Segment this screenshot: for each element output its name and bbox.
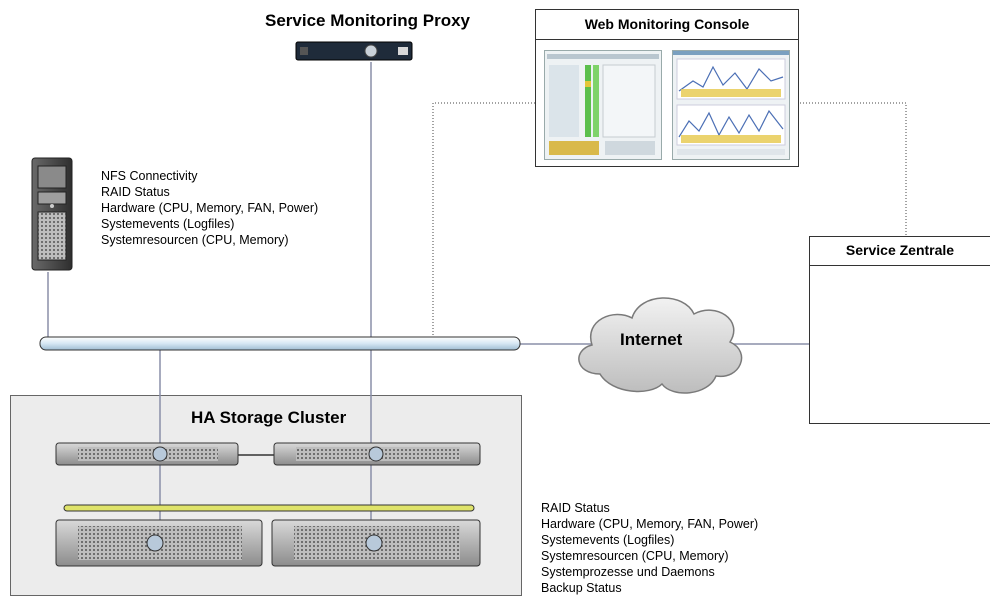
tower-server-icon (31, 157, 73, 271)
list-item: Backup Status (541, 581, 622, 595)
proxy-appliance-icon (295, 41, 413, 61)
list-item: RAID Status (101, 185, 170, 199)
internet-label: Internet (620, 330, 683, 349)
list-item: Systemresourcen (CPU, Memory) (101, 233, 289, 247)
list-item: Hardware (CPU, Memory, FAN, Power) (541, 517, 759, 531)
rack-server-icon (55, 519, 263, 567)
console-screenshot-status (544, 50, 662, 160)
console-title: Web Monitoring Console (584, 16, 750, 32)
cluster-title: HA Storage Cluster (191, 408, 347, 427)
cloud-icon (578, 297, 743, 394)
console-link-left (432, 102, 535, 338)
zentrale-title: Service Zentrale (845, 242, 955, 258)
rack-server-icon (273, 442, 481, 466)
rack-server-icon (271, 519, 481, 567)
rack-server-icon (55, 442, 239, 466)
console-link-right (797, 102, 907, 236)
cluster-checks-list: RAID Status Hardware (CPU, Memory, FAN, … (541, 500, 758, 596)
list-item: NFS Connectivity (101, 169, 198, 183)
cluster-sync-bar (63, 504, 475, 512)
list-item: Hardware (CPU, Memory, FAN, Power) (101, 201, 319, 215)
list-item: RAID Status (541, 501, 610, 515)
list-item: Systemprozesse und Daemons (541, 565, 715, 579)
list-item: Systemevents (Logfiles) (541, 533, 675, 547)
list-item: Systemevents (Logfiles) (101, 217, 235, 231)
proxy-title: Service Monitoring Proxy (265, 11, 470, 30)
service-zentrale: Service Zentrale (809, 236, 990, 424)
list-item: Systemresourcen (CPU, Memory) (541, 549, 729, 563)
network-bus (39, 336, 521, 351)
server-checks-list: NFS Connectivity RAID Status Hardware (C… (101, 168, 318, 248)
console-screenshot-graphs (672, 50, 790, 160)
web-monitoring-console: Web Monitoring Console (535, 9, 799, 167)
